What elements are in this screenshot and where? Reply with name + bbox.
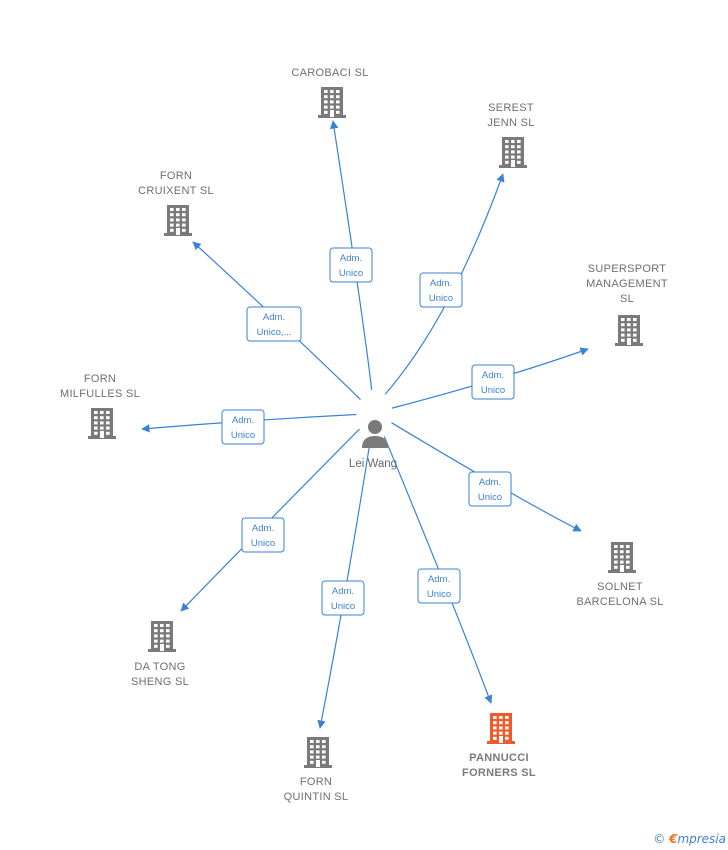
building-icon-pannucci[interactable]: [487, 713, 515, 744]
role-text: Unico: [427, 589, 451, 600]
role-text: Unico: [251, 538, 275, 549]
role-badge-datong[interactable]: Adm. Unico: [241, 517, 285, 553]
building-icon-serest[interactable]: [499, 137, 527, 168]
role-text: Adm.: [340, 253, 362, 264]
company-label-carobaci[interactable]: CAROBACI SL: [291, 67, 368, 79]
company-label-milfulles[interactable]: MILFULLES SL: [60, 388, 140, 400]
building-icon-quintin[interactable]: [304, 737, 332, 768]
building-icon-milfulles[interactable]: [88, 408, 116, 439]
company-label-pannucci[interactable]: PANNUCCI: [469, 752, 529, 764]
company-label-quintin[interactable]: QUINTIN SL: [284, 791, 349, 803]
company-label-serest[interactable]: JENN SL: [487, 117, 534, 129]
role-text: Adm.: [232, 415, 254, 426]
role-text: Unico: [331, 601, 355, 612]
company-label-datong[interactable]: DA TONG: [134, 661, 185, 673]
brand-logo-e: €: [669, 832, 678, 846]
role-text: Unico,...: [257, 327, 292, 338]
company-label-supersport[interactable]: SL: [620, 293, 634, 305]
edge-carobaci: [329, 120, 373, 390]
role-badge-milfulles[interactable]: Adm. Unico: [221, 409, 265, 445]
role-badge-supersport[interactable]: Adm. Unico: [471, 364, 515, 400]
empresia-watermark: © €mpresia: [653, 832, 726, 846]
role-text: Adm.: [430, 278, 452, 289]
company-label-milfulles[interactable]: FORN: [84, 373, 116, 385]
role-text: Unico: [231, 430, 255, 441]
building-icon-datong[interactable]: [148, 621, 176, 652]
company-label-pannucci[interactable]: FORNERS SL: [462, 767, 536, 779]
role-badge-serest[interactable]: Adm. Unico: [419, 272, 463, 308]
role-badge-carobaci[interactable]: Adm. Unico: [329, 247, 373, 283]
role-text: Adm.: [479, 477, 501, 488]
company-label-solnet[interactable]: BARCELONA SL: [576, 596, 663, 608]
role-text: Adm.: [332, 586, 354, 597]
role-badge-quintin[interactable]: Adm. Unico: [321, 580, 365, 616]
role-text: Adm.: [252, 523, 274, 534]
building-icon-cruixent[interactable]: [164, 205, 192, 236]
company-label-datong[interactable]: SHENG SL: [131, 676, 189, 688]
role-text: Adm.: [263, 312, 285, 323]
role-text: Adm.: [482, 370, 504, 381]
role-text: Unico: [478, 492, 502, 503]
role-badge-pannucci[interactable]: Adm. Unico: [417, 568, 461, 604]
building-icon-supersport[interactable]: [615, 315, 643, 346]
person-icon[interactable]: [362, 420, 388, 448]
role-text: Adm.: [428, 574, 450, 585]
role-badge-solnet[interactable]: Adm. Unico: [468, 471, 512, 507]
company-label-quintin[interactable]: FORN: [300, 776, 332, 788]
company-label-supersport[interactable]: MANAGEMENT: [586, 278, 668, 290]
company-label-solnet[interactable]: SOLNET: [597, 581, 643, 593]
role-text: Unico: [429, 293, 453, 304]
role-badge-cruixent[interactable]: Adm. Unico,...: [246, 306, 302, 342]
role-text: Unico: [339, 268, 363, 279]
company-label-cruixent[interactable]: FORN: [160, 170, 192, 182]
company-label-serest[interactable]: SEREST: [488, 102, 534, 114]
building-icon-carobaci[interactable]: [318, 87, 346, 118]
company-label-supersport[interactable]: SUPERSPORT: [588, 263, 667, 275]
role-text: Unico: [481, 385, 505, 396]
building-icon-solnet[interactable]: [608, 542, 636, 573]
company-label-cruixent[interactable]: CRUIXENT SL: [138, 185, 214, 197]
brand-logo-text: mpresia: [677, 832, 726, 846]
person-name-label[interactable]: Lei Wang: [349, 458, 397, 470]
copyright-symbol: ©: [653, 832, 666, 846]
